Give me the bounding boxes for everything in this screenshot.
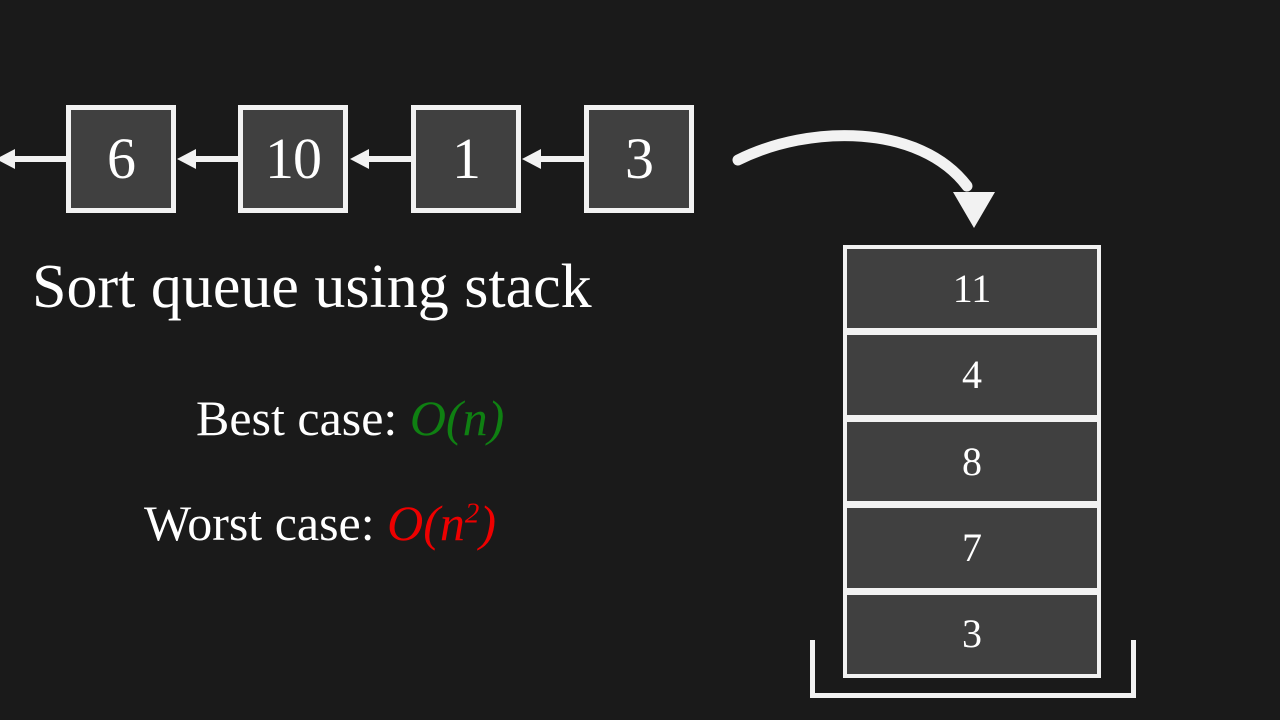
queue-node-value: 1 <box>452 126 481 191</box>
worst-case-label: Worst case: <box>144 495 375 551</box>
queue-node-value: 6 <box>107 126 136 191</box>
stack-cell-value: 8 <box>962 438 982 484</box>
page-title: Sort queue using stack <box>32 253 592 321</box>
queue-node[interactable]: 6 <box>66 105 176 213</box>
worst-case-complexity-suffix: ) <box>479 495 497 551</box>
arrow-shaft <box>14 156 66 162</box>
stack-container-bracket <box>810 640 1136 698</box>
queue-node-value: 10 <box>265 126 322 191</box>
stack-cell-value: 4 <box>962 352 982 398</box>
arrow-shaft <box>194 156 238 162</box>
arrow-shaft <box>367 156 411 162</box>
queue-arrow <box>177 149 238 169</box>
stack-cell[interactable]: 7 <box>843 504 1101 592</box>
stack-cell-value: 7 <box>962 524 982 570</box>
worst-case-complexity-base: O(n <box>387 495 465 551</box>
arrow-shaft <box>539 156 584 162</box>
stack-cell[interactable]: 3 <box>843 590 1101 679</box>
stack-cell[interactable]: 11 <box>843 245 1101 333</box>
arrow-head-icon <box>522 149 541 169</box>
queue-to-stack-arrow-icon <box>720 100 1010 250</box>
queue-node[interactable]: 1 <box>411 105 521 213</box>
stack-diagram: 11 4 8 7 3 <box>843 245 1101 679</box>
queue-arrow <box>522 149 584 169</box>
arrow-head-icon <box>177 149 196 169</box>
arrow-head-icon <box>350 149 369 169</box>
queue-node[interactable]: 10 <box>238 105 348 213</box>
worst-case-line: Worst case: O(n2) <box>144 497 496 550</box>
worst-case-complexity: O(n2) <box>387 495 496 551</box>
stack-cell-value: 3 <box>962 611 982 657</box>
queue-diagram: 6 10 1 3 <box>0 105 720 215</box>
best-case-complexity: O(n) <box>409 390 505 446</box>
queue-node-value: 3 <box>625 126 654 191</box>
worst-case-exponent: 2 <box>464 497 480 530</box>
stack-cell[interactable]: 8 <box>843 417 1101 506</box>
arrow-head-icon <box>0 149 15 169</box>
stack-cell-value: 11 <box>952 265 992 311</box>
queue-arrow-out <box>0 149 66 169</box>
queue-node[interactable]: 3 <box>584 105 694 213</box>
queue-arrow <box>350 149 411 169</box>
best-case-line: Best case: O(n) <box>196 392 504 445</box>
best-case-label: Best case: <box>196 390 398 446</box>
stack-cell[interactable]: 4 <box>843 331 1101 419</box>
